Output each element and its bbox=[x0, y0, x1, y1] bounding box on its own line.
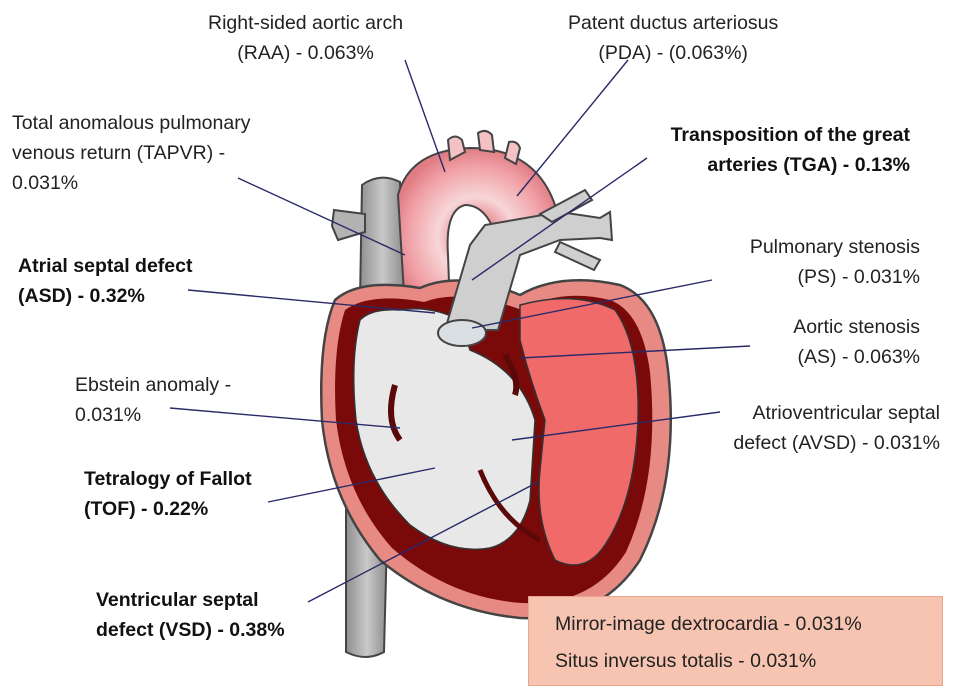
pulmonary-branch-lower bbox=[555, 242, 600, 270]
label-asd: Atrial septal defect(ASD) - 0.32% bbox=[18, 251, 192, 311]
aortic-branch-2 bbox=[478, 131, 494, 152]
note-dextrocardia: Mirror-image dextrocardia - 0.031% bbox=[555, 613, 862, 636]
pulmonary-vein-left bbox=[332, 210, 365, 240]
leader-raa bbox=[405, 60, 445, 172]
label-tof: Tetralogy of Fallot(TOF) - 0.22% bbox=[84, 464, 252, 524]
note-box: Mirror-image dextrocardia - 0.031% Situs… bbox=[528, 596, 943, 686]
label-ps: Pulmonary stenosis(PS) - 0.031% bbox=[680, 232, 920, 292]
label-raa: Right-sided aortic arch(RAA) - 0.063% bbox=[208, 8, 403, 68]
label-pda: Patent ductus arteriosus(PDA) - (0.063%) bbox=[568, 8, 778, 68]
label-as: Aortic stenosis(AS) - 0.063% bbox=[680, 312, 920, 372]
label-ebstein: Ebstein anomaly -0.031% bbox=[75, 370, 231, 430]
pulmonary-valve bbox=[438, 320, 486, 346]
note-situs-inversus: Situs inversus totalis - 0.031% bbox=[555, 650, 816, 673]
